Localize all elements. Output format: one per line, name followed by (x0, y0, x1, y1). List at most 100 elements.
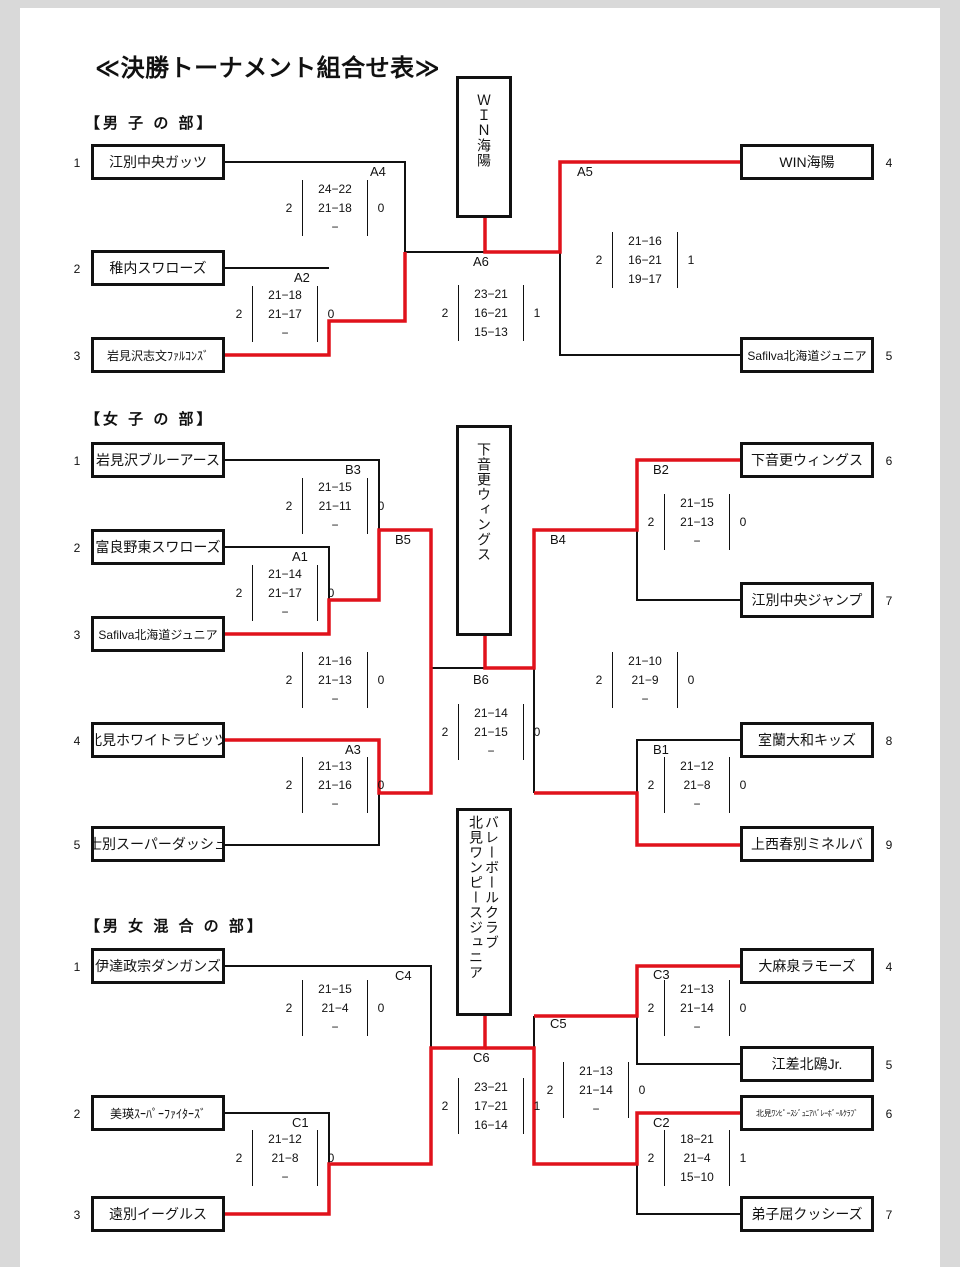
sets-won-left: 2 (285, 1001, 293, 1015)
set-score: 21−14 (474, 706, 508, 721)
team-box: Safilva北海道ジュニア (91, 616, 225, 652)
champion-name-line2: バレーボールクラブ (484, 815, 500, 950)
team-box: 富良野東スワローズ (91, 529, 225, 565)
team-seed: 9 (885, 838, 893, 852)
sets-won-right: 1 (533, 306, 541, 320)
set-score: − (693, 1019, 701, 1034)
team-box: 大麻泉ラモーズ (740, 948, 874, 984)
team-box: 江差北鴎Jr. (740, 1046, 874, 1082)
set-score: 17−21 (474, 1098, 508, 1113)
set-score: 16−14 (474, 1117, 508, 1132)
team-seed: 3 (73, 349, 81, 363)
set-score: − (331, 219, 339, 234)
set-score: 19−17 (628, 271, 662, 286)
team-box: 士別スーパーダッシュ (91, 826, 225, 862)
set-score: 21−8 (271, 1150, 299, 1165)
sets-won-right: 0 (327, 1151, 335, 1165)
sets-won-right: 0 (638, 1083, 646, 1097)
sets-won-left: 2 (441, 725, 449, 739)
set-score: 21−14 (268, 567, 302, 582)
set-score: − (487, 743, 495, 758)
sets-won-left: 2 (235, 586, 243, 600)
set-score: 21−15 (680, 496, 714, 511)
section-mixed-heading: 【男 女 混 合 の 部】 (85, 918, 265, 935)
set-score: − (331, 517, 339, 532)
match-code: C3 (653, 967, 670, 982)
sets-won-left: 2 (441, 1099, 449, 1113)
team-seed: 4 (885, 156, 893, 170)
team-box: 室蘭大和キッズ (740, 722, 874, 758)
set-score: − (281, 604, 289, 619)
sets-won-left: 2 (235, 1151, 243, 1165)
set-score: 21−13 (680, 982, 714, 997)
team-seed: 3 (73, 628, 81, 642)
champion-box-mixed: 北見ワンピースジュニア バレーボールクラブ (456, 808, 512, 1016)
sets-won-right: 0 (377, 673, 385, 687)
set-score: 21−10 (628, 654, 662, 669)
set-score: 21−14 (680, 1000, 714, 1015)
set-score: 21−13 (579, 1064, 613, 1079)
set-score: 15−13 (474, 324, 508, 339)
team-box: WIN海陽 (740, 144, 874, 180)
sets-won-right: 0 (327, 307, 335, 321)
match-code: A5 (577, 164, 593, 179)
sets-won-left: 2 (285, 201, 293, 215)
sets-won-right: 0 (327, 586, 335, 600)
team-box: 岩見沢志文ﾌｧﾙｺﾝｽﾞ (91, 337, 225, 373)
set-score: 21−16 (318, 654, 352, 669)
team-seed: 2 (73, 262, 81, 276)
team-box: 北見ﾜﾝﾋﾟｰｽｼﾞｭﾆｱﾊﾞﾚｰﾎﾞｰﾙｸﾗﾌﾞ (740, 1095, 874, 1131)
sets-won-left: 2 (647, 778, 655, 792)
team-seed: 1 (73, 454, 81, 468)
match-code: A3 (345, 742, 361, 757)
set-score: 15−10 (680, 1169, 714, 1184)
section-boys-heading: 【男 子 の 部】 (85, 115, 215, 132)
team-seed: 7 (885, 1208, 893, 1222)
team-box: 江別中央ジャンプ (740, 582, 874, 618)
match-code: B2 (653, 462, 669, 477)
sets-won-left: 2 (285, 499, 293, 513)
set-score: 21−15 (318, 480, 352, 495)
set-score: − (592, 1101, 600, 1116)
team-seed: 5 (885, 1058, 893, 1072)
sets-won-left: 2 (285, 778, 293, 792)
match-code: B1 (653, 742, 669, 757)
section-girls-heading: 【女 子 の 部】 (85, 411, 215, 428)
team-box: 下音更ウィングス (740, 442, 874, 478)
team-seed: 2 (73, 1107, 81, 1121)
set-score: 21−12 (680, 759, 714, 774)
match-code: C2 (653, 1115, 670, 1130)
set-score: 21−13 (318, 759, 352, 774)
match-code: B3 (345, 462, 361, 477)
set-score: − (331, 1019, 339, 1034)
sets-won-right: 0 (739, 778, 747, 792)
team-box: 江別中央ガッツ (91, 144, 225, 180)
match-code: B6 (473, 672, 489, 687)
set-score: − (693, 533, 701, 548)
set-score: 21−11 (318, 498, 352, 513)
set-score: 21−17 (268, 585, 302, 600)
set-score: − (281, 325, 289, 340)
set-score: 21−17 (268, 306, 302, 321)
set-score: 21−9 (631, 672, 659, 687)
sets-won-right: 0 (377, 1001, 385, 1015)
set-score: − (331, 691, 339, 706)
match-code: A6 (473, 254, 489, 269)
set-score: − (331, 796, 339, 811)
sets-won-right: 1 (687, 253, 695, 267)
sets-won-left: 2 (546, 1083, 554, 1097)
match-code: B5 (395, 532, 411, 547)
set-score: 23−21 (474, 1080, 508, 1095)
match-code: A2 (294, 270, 310, 285)
set-score: 24−22 (318, 182, 352, 197)
